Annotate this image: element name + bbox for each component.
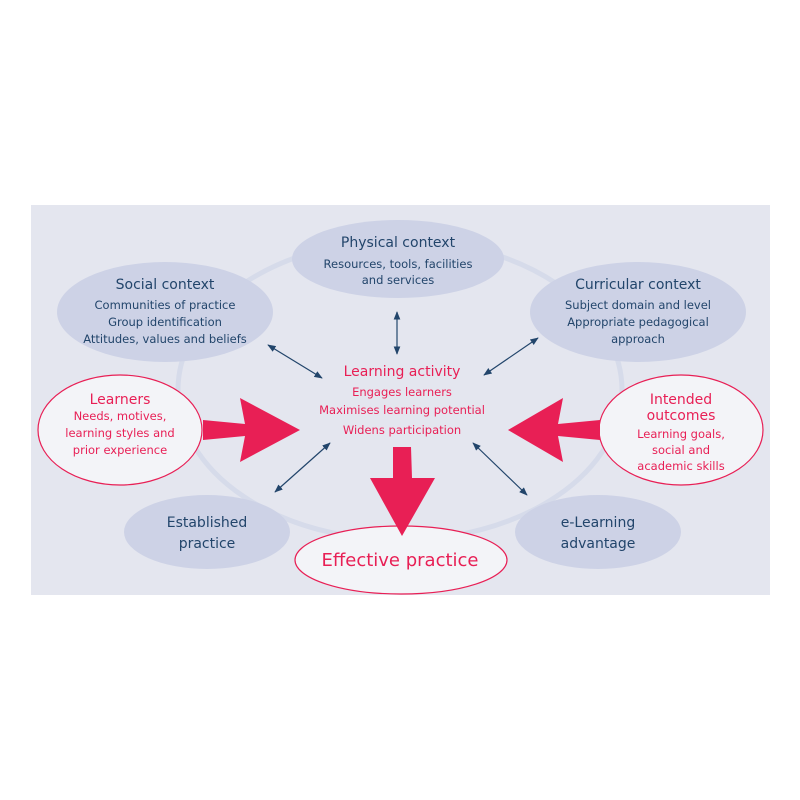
elearning-advantage-title: e-Learning [561,515,635,531]
social-context-line: Group identification [108,315,222,329]
established-practice-ellipse [124,495,290,569]
curricular-context-line: Appropriate pedagogical [567,315,709,329]
intended-outcomes-title: Intended [650,392,712,408]
double-headed-arrow-icon [267,344,323,379]
elearning-advantage-title: advantage [561,536,636,552]
learners-title: Learners [90,392,151,408]
social-context-line: Communities of practice [95,298,236,312]
curricular-context-line: Subject domain and level [565,298,711,312]
elearning-advantage-ellipse [515,495,681,569]
double-headed-arrow-icon [483,337,539,376]
intended-outcomes-line: academic skills [637,459,724,473]
learners-line: Needs, motives, [74,409,167,423]
curricular-context-line: approach [611,332,665,346]
physical-context-title: Physical context [341,235,456,251]
established-practice-title: practice [179,536,236,552]
intended-outcomes-title: outcomes [647,408,716,424]
learners-line: prior experience [73,443,167,457]
social-context-title: Social context [116,277,215,293]
learning-activity-line: Widens participation [343,423,461,437]
learning-activity-line: Engages learners [352,385,452,399]
block-arrow-icon [508,398,600,462]
physical-context-line: and services [362,273,434,287]
established-practice-title: Established [167,515,248,531]
physical-context-ellipse [292,220,504,298]
physical-context-line: Resources, tools, facilities [324,257,473,271]
curricular-context-ellipse [530,262,746,362]
learning-activity-title: Learning activity [344,364,461,380]
block-arrow-icon [203,398,300,462]
effective-practice-title: Effective practice [321,550,478,571]
social-context-ellipse [57,262,273,362]
learning-activity-line: Maximises learning potential [319,403,485,417]
curricular-context-title: Curricular context [575,277,701,293]
intended-outcomes-line: Learning goals, [637,427,725,441]
learners-ellipse [37,374,203,486]
learners-line: learning styles and [65,426,174,440]
block-arrow-icon [370,447,435,536]
double-headed-arrow-icon [274,442,331,493]
double-headed-arrow-icon [472,442,528,496]
intended-outcomes-line: social and [652,443,710,457]
social-context-line: Attitudes, values and beliefs [83,332,247,346]
